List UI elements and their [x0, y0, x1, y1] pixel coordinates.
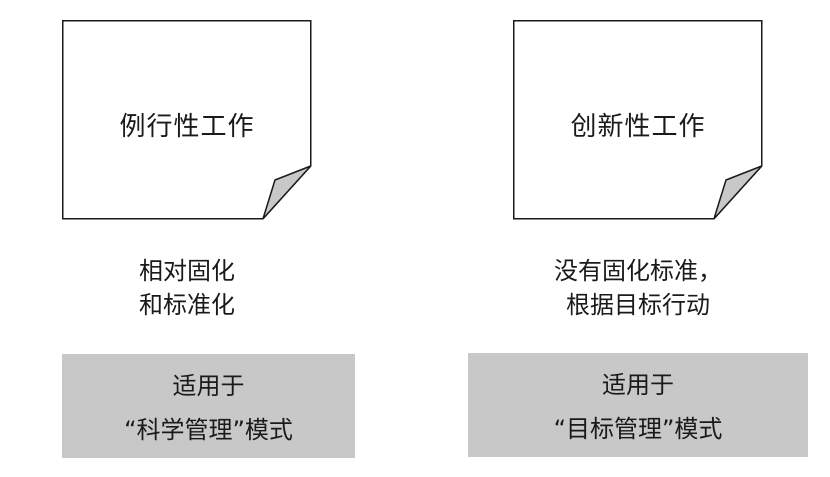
note-innovative-work: 创新性工作: [513, 20, 763, 220]
description-routine: 相对固化 和标准化: [62, 254, 312, 322]
note-routine-work: 例行性工作: [62, 20, 312, 220]
description-line: 没有固化标准，: [554, 257, 722, 285]
mode-box-objectives: 适用于 “目标管理”模式: [468, 353, 808, 457]
note-title: 创新性工作: [570, 112, 706, 142]
mode-box-line: “目标管理”模式: [553, 415, 723, 443]
description-line: 根据目标行动: [566, 291, 710, 319]
curled-note-icon: [62, 20, 312, 220]
note-title: 例行性工作: [119, 112, 255, 142]
mode-box-line: “科学管理”模式: [124, 416, 293, 444]
description-innovative: 没有固化标准， 根据目标行动: [513, 254, 763, 322]
description-line: 和标准化: [139, 291, 235, 319]
curled-note-icon: [513, 20, 763, 220]
mode-box-scientific: 适用于 “科学管理”模式: [62, 354, 355, 458]
description-line: 相对固化: [139, 257, 235, 285]
mode-box-line: 适用于: [172, 372, 245, 400]
mode-box-line: 适用于: [602, 371, 674, 399]
